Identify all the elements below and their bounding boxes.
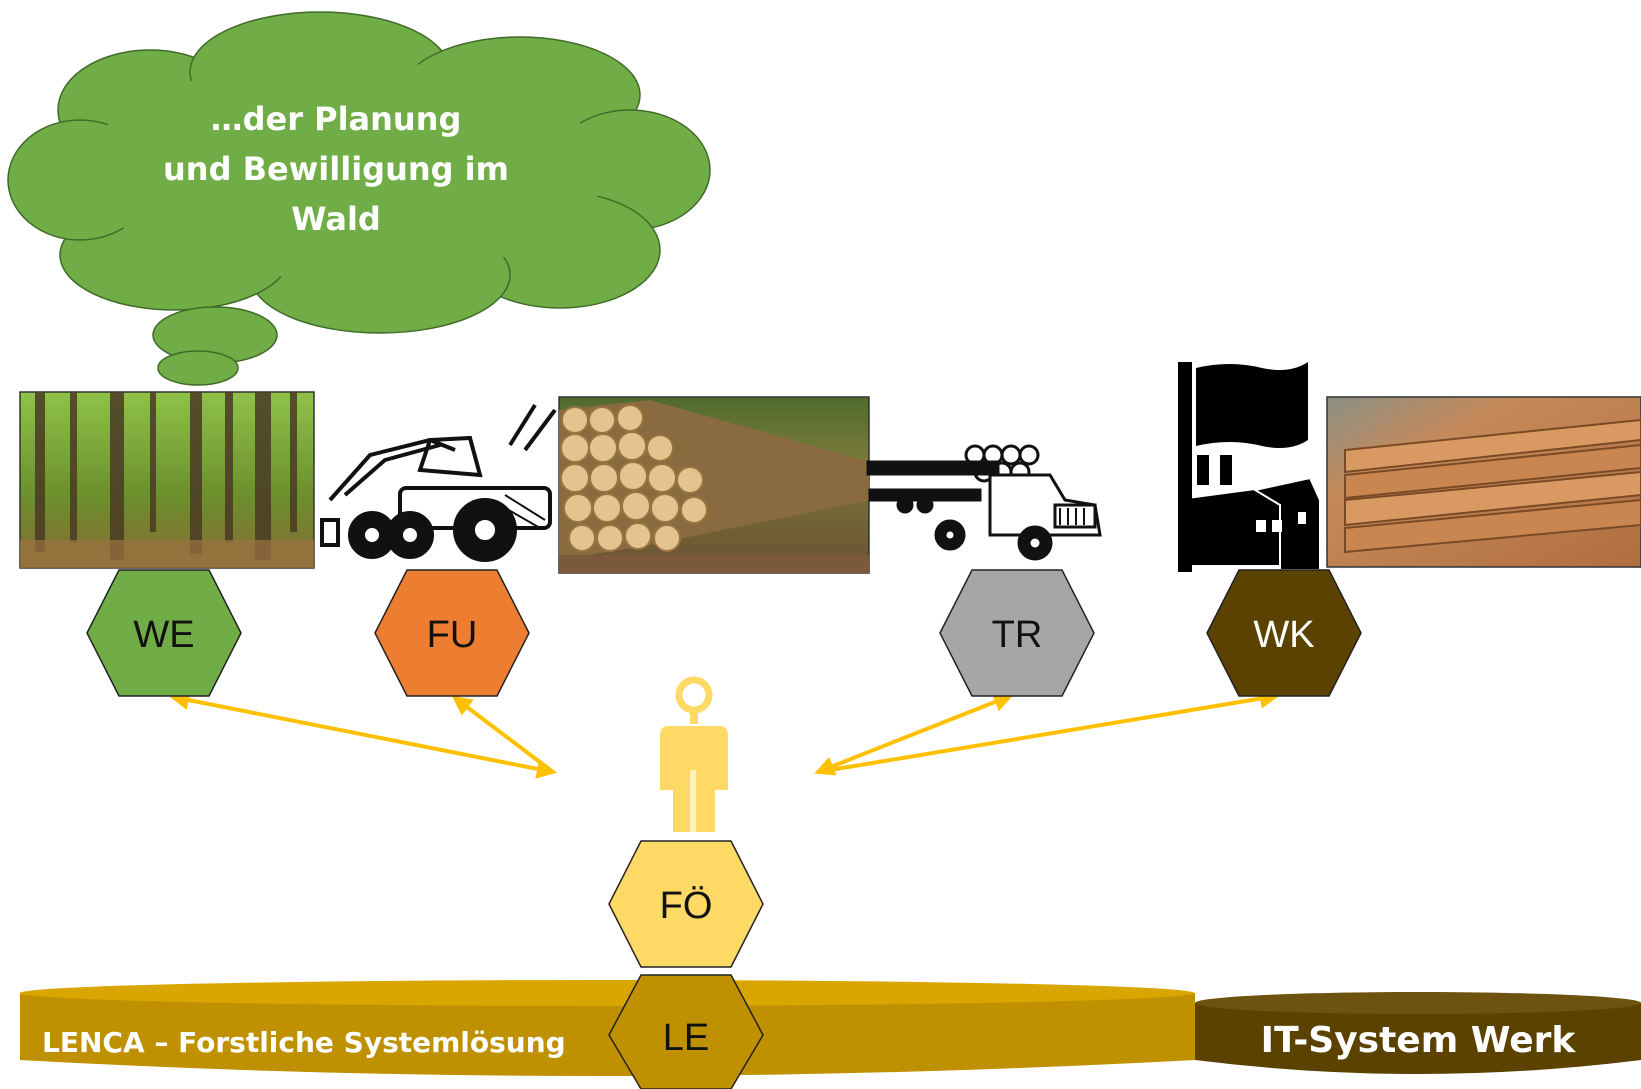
- node-fu-label: FU: [427, 614, 478, 656]
- arrow-fo-fu: [451, 695, 555, 774]
- log-pile-photo: [558, 396, 870, 574]
- thought-line-2: und Bewilligung im: [163, 150, 509, 188]
- thought-cloud: [7, 11, 711, 334]
- factory-icon: [1178, 362, 1321, 572]
- thought-bubble: …der Planung und Bewilligung im Wald: [7, 11, 711, 386]
- node-le-label: LE: [663, 1017, 709, 1059]
- node-we: WE: [86, 569, 242, 697]
- node-tr: TR: [939, 569, 1095, 697]
- lenca-platform: LENCA – Forstliche Systemlösung: [20, 980, 1195, 1076]
- node-fu: FU: [374, 569, 530, 697]
- arrow-fo-we: [169, 690, 557, 779]
- it-system-label: IT-System Werk: [1261, 1020, 1577, 1061]
- harvester-icon: [320, 403, 557, 562]
- node-le: LE: [608, 974, 764, 1089]
- arrow-fo-wk: [817, 688, 1280, 774]
- node-we-label: WE: [133, 614, 194, 656]
- node-fo-label: FÖ: [660, 885, 713, 927]
- forest-photo: [19, 391, 315, 569]
- node-tr-label: TR: [992, 614, 1043, 656]
- lumber-stack-photo: [1326, 396, 1641, 568]
- connector-arrows: [169, 688, 1280, 779]
- it-system-platform: IT-System Werk: [1195, 992, 1641, 1074]
- thought-line-3: Wald: [291, 200, 381, 238]
- lenca-label: LENCA – Forstliche Systemlösung: [42, 1026, 566, 1059]
- node-wk-label: WK: [1253, 614, 1314, 656]
- thought-dot-small: [157, 350, 239, 386]
- thought-line-1: …der Planung: [211, 100, 462, 138]
- person-icon: [660, 676, 728, 832]
- arrow-fo-tr: [814, 692, 1014, 776]
- node-fo: FÖ: [608, 840, 764, 968]
- node-wk: WK: [1206, 569, 1362, 697]
- logging-truck-icon: [866, 444, 1102, 561]
